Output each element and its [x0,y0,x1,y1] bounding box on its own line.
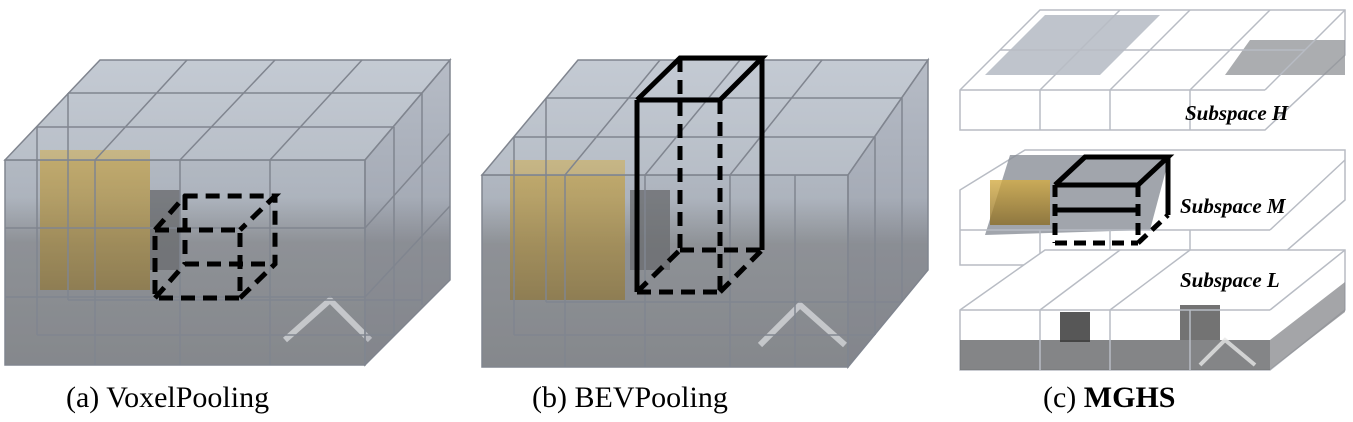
subspace-l-label: Subspace L [1180,268,1280,292]
subspace-l-layer [959,249,1346,371]
subspace-h-label: Subspace H [1185,101,1289,125]
panel-a-name: VoxelPooling [106,381,270,414]
panel-b-name: BEVPooling [574,381,728,414]
mghs-panel [959,9,1346,371]
panel-a-caption: (a) VoxelPooling [66,381,269,415]
panel-b-prefix: (b) [532,381,575,414]
subspace-m-layer [959,149,1346,266]
panel-c-caption: (c) MGHS [1043,381,1175,415]
bev-pooling-panel [480,55,930,370]
panel-c-name: MGHS [1083,381,1176,414]
panel-a-prefix: (a) [66,381,107,414]
subspace-m-label: Subspace M [1180,194,1286,218]
panel-b-caption: (b) BEVPooling [532,381,728,415]
subspace-h-layer [959,9,1346,131]
panel-c-prefix: (c) [1043,381,1084,414]
voxel-pooling-panel [3,57,452,367]
